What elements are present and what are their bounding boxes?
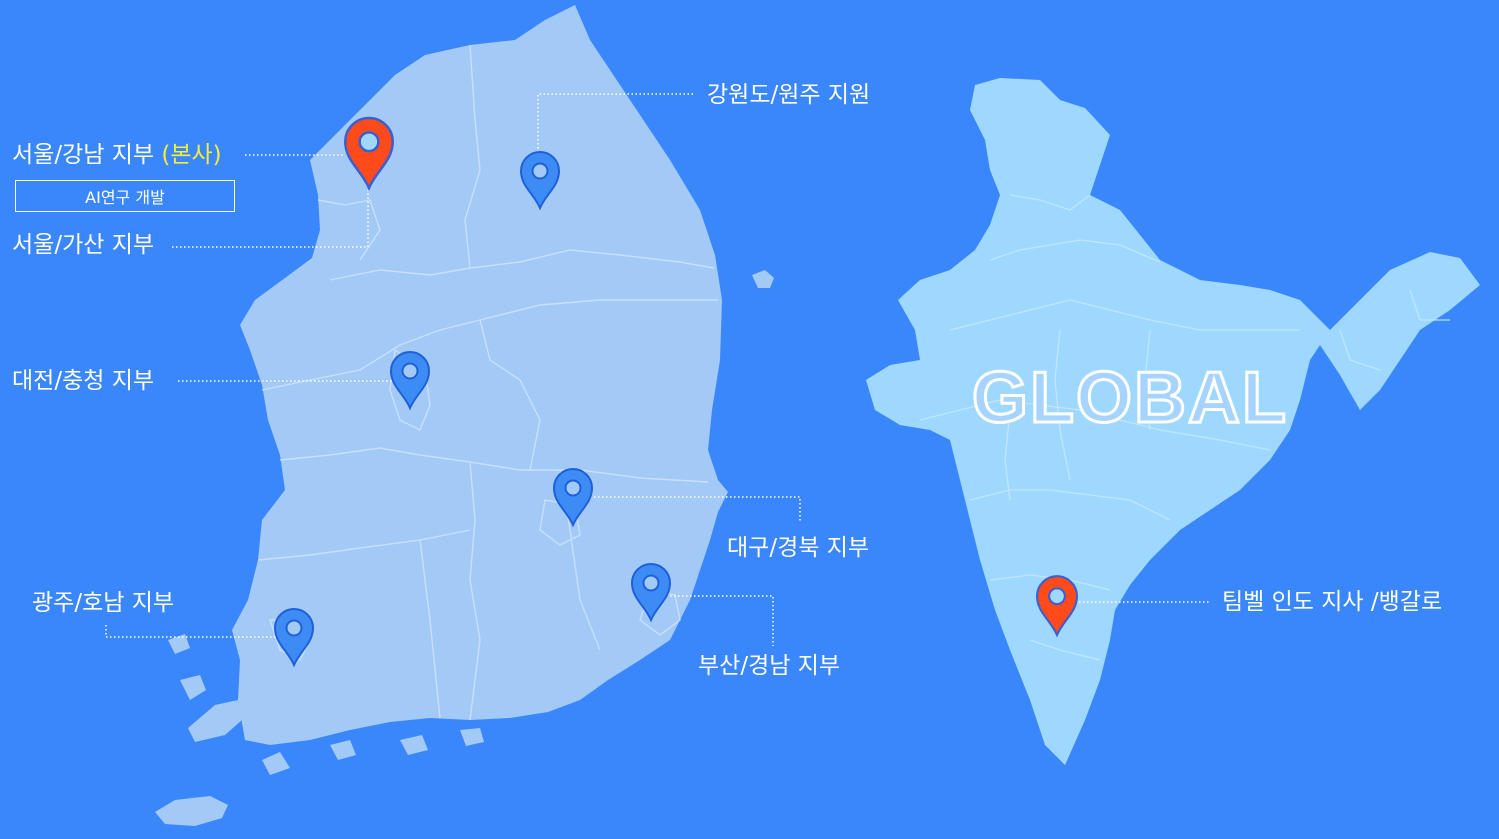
map-pin-gangwon-wonju-icon[interactable]: [519, 150, 561, 211]
office-label-seoul-gasan: 서울/가산 지부: [12, 232, 155, 258]
office-label-gangwon-wonju: 강원도/원주 지원: [707, 82, 871, 108]
leader-busan: [670, 595, 774, 646]
map-pin-daejeon-chungcheong-icon[interactable]: [389, 350, 431, 411]
office-label-gwangju-honam: 광주/호남 지부: [32, 590, 175, 616]
leader-gwangju: [105, 625, 277, 638]
office-label-bangalore: 팀벨 인도 지사 /뱅갈로: [1222, 589, 1443, 615]
india-borders: [919, 194, 1450, 661]
hq-tag: (본사): [161, 142, 222, 168]
office-name: 서울/강남 지부: [12, 142, 155, 168]
map-pin-daegu-gyeongbuk-icon[interactable]: [552, 467, 594, 528]
map-pin-gwangju-honam-icon[interactable]: [273, 607, 315, 668]
map-pin-bangalore-icon[interactable]: [1036, 575, 1078, 638]
ulleungdo-island: [752, 270, 774, 288]
office-label-seoul-gangnam: 서울/강남 지부 (본사): [12, 144, 222, 167]
office-label-daegu-gyeongbuk: 대구/경북 지부: [727, 535, 870, 561]
map-pin-seoul-gangnam-icon[interactable]: [343, 116, 395, 192]
global-title: GLOBAL: [971, 358, 1288, 438]
leader-lines: [105, 93, 1210, 646]
map-pin-busan-gyeongnam-icon[interactable]: [630, 562, 672, 623]
india-map: [866, 78, 1480, 765]
leader-seoul-gasan: [172, 190, 369, 248]
office-label-busan-gyeongnam: 부산/경남 지부: [698, 653, 841, 679]
ai-rnd-box: AI연구 개발: [15, 180, 235, 212]
pins-layer: [273, 116, 1078, 668]
korea-map: [155, 5, 774, 826]
korea-borders: [257, 44, 718, 721]
office-label-daejeon-chungcheong: 대전/충청 지부: [12, 368, 155, 394]
jeju-island: [155, 796, 228, 826]
korea-mainland: [232, 5, 728, 745]
